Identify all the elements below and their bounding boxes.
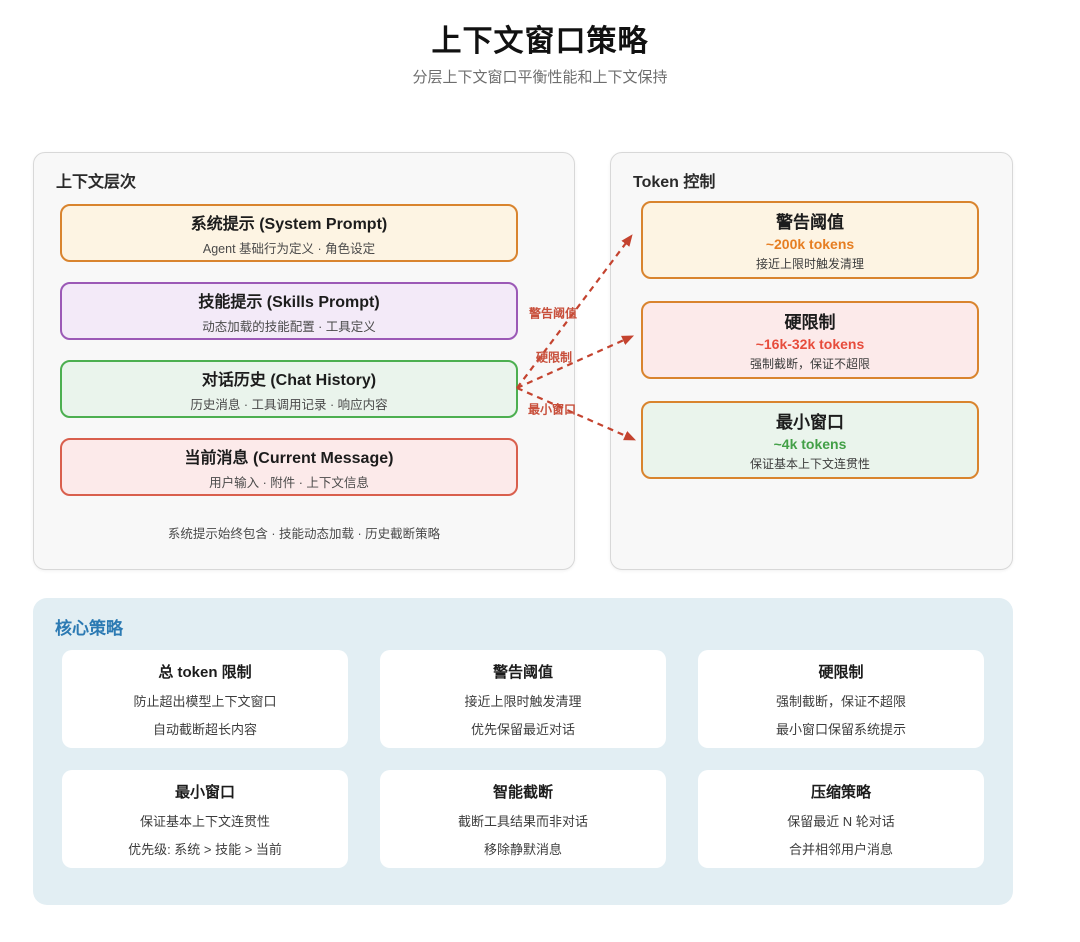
edge-label-hard-limit: 硬限制 xyxy=(535,350,573,365)
edge-label-min-window: 最小窗口 xyxy=(527,402,577,417)
card-line: 移除静默消息 xyxy=(483,841,562,857)
card-line: 接近上限时触发清理 xyxy=(464,693,582,709)
node-title: 技能提示 (Skills Prompt) xyxy=(198,293,380,311)
node-token-value: ~4k tokens xyxy=(773,436,847,452)
node-title: 系统提示 (System Prompt) xyxy=(190,215,388,233)
card-line: 保证基本上下文连贯性 xyxy=(139,813,270,829)
context-layers-footnote: 系统提示始终包含 · 技能动态加载 · 历史截断策略 xyxy=(167,527,441,541)
strategy-card-hard-limit: 硬限制 强制截断，保证不超限 最小窗口保留系统提示 xyxy=(698,650,984,748)
node-title: 当前消息 (Current Message) xyxy=(184,449,394,467)
card-title: 智能截断 xyxy=(492,783,553,801)
card-title: 警告阈值 xyxy=(492,663,553,681)
node-desc: 历史消息 · 工具调用记录 · 响应内容 xyxy=(190,397,388,412)
node-token-value: ~16k-32k tokens xyxy=(755,336,865,352)
node-token-value: ~200k tokens xyxy=(765,236,855,252)
node-desc: 动态加载的技能配置 · 工具定义 xyxy=(202,319,376,334)
node-desc: 强制截断，保证不超限 xyxy=(749,357,870,371)
card-line: 合并相邻用户消息 xyxy=(788,841,893,857)
strategy-card-warning-threshold: 警告阈值 接近上限时触发清理 优先保留最近对话 xyxy=(380,650,666,748)
card-title: 压缩策略 xyxy=(810,783,871,801)
strategy-card-compression: 压缩策略 保留最近 N 轮对话 合并相邻用户消息 xyxy=(698,770,984,868)
page-title: 上下文窗口策略 xyxy=(431,25,649,58)
node-desc: 用户输入 · 附件 · 上下文信息 xyxy=(209,475,369,490)
node-title: 对话历史 (Chat History) xyxy=(201,371,377,389)
core-strategies-grid: 总 token 限制 防止超出模型上下文窗口 自动截断超长内容 警告阈值 接近上… xyxy=(62,650,984,868)
strategy-card-total-token-limit: 总 token 限制 防止超出模型上下文窗口 自动截断超长内容 xyxy=(62,650,348,748)
card-line: 保留最近 N 轮对话 xyxy=(787,813,895,829)
card-line: 防止超出模型上下文窗口 xyxy=(133,693,277,709)
node-desc: Agent 基础行为定义 · 角色设定 xyxy=(202,241,376,256)
edge-label-warning-threshold: 警告阈值 xyxy=(528,306,578,321)
node-min-window: 最小窗口 ~4k tokens 保证基本上下文连贯性 xyxy=(641,401,979,479)
strategy-card-min-window: 最小窗口 保证基本上下文连贯性 优先级: 系统 > 技能 > 当前 xyxy=(62,770,348,868)
context-layers-header: 上下文层次 xyxy=(56,174,137,191)
token-control-header: Token 控制 xyxy=(633,174,716,191)
node-title: 硬限制 xyxy=(784,313,836,332)
node-skills-prompt: 技能提示 (Skills Prompt) 动态加载的技能配置 · 工具定义 xyxy=(60,282,518,340)
node-system-prompt: 系统提示 (System Prompt) Agent 基础行为定义 · 角色设定 xyxy=(60,204,518,262)
node-current-message: 当前消息 (Current Message) 用户输入 · 附件 · 上下文信息 xyxy=(60,438,518,496)
page-subtitle: 分层上下文窗口平衡性能和上下文保持 xyxy=(412,69,668,86)
node-hard-limit: 硬限制 ~16k-32k tokens 强制截断，保证不超限 xyxy=(641,301,979,379)
core-strategies-panel: 核心策略 总 token 限制 防止超出模型上下文窗口 自动截断超长内容 警告阈… xyxy=(33,598,1013,905)
card-line: 强制截断，保证不超限 xyxy=(775,693,906,709)
context-layers-stack: 系统提示 (System Prompt) Agent 基础行为定义 · 角色设定… xyxy=(60,204,518,496)
card-line: 最小窗口保留系统提示 xyxy=(775,721,906,737)
core-strategies-header: 核心策略 xyxy=(55,619,123,638)
card-title: 总 token 限制 xyxy=(158,663,252,681)
node-desc: 接近上限时触发清理 xyxy=(755,257,864,271)
token-control-stack: 警告阈值 ~200k tokens 接近上限时触发清理 硬限制 ~16k-32k… xyxy=(641,201,979,479)
card-title: 硬限制 xyxy=(818,663,864,681)
strategy-card-smart-truncation: 智能截断 截断工具结果而非对话 移除静默消息 xyxy=(380,770,666,868)
card-line: 优先保留最近对话 xyxy=(470,721,575,737)
card-line: 自动截断超长内容 xyxy=(152,721,257,737)
node-warning-threshold: 警告阈值 ~200k tokens 接近上限时触发清理 xyxy=(641,201,979,279)
node-title: 最小窗口 xyxy=(776,413,844,432)
card-line: 截断工具结果而非对话 xyxy=(457,813,588,829)
node-desc: 保证基本上下文连贯性 xyxy=(749,457,870,471)
context-layers-panel: 上下文层次 系统提示 (System Prompt) Agent 基础行为定义 … xyxy=(33,152,575,570)
node-title: 警告阈值 xyxy=(776,213,844,232)
node-chat-history: 对话历史 (Chat History) 历史消息 · 工具调用记录 · 响应内容 xyxy=(60,360,518,418)
card-line: 优先级: 系统 > 技能 > 当前 xyxy=(128,841,282,857)
token-control-panel: Token 控制 警告阈值 ~200k tokens 接近上限时触发清理 硬限制… xyxy=(610,152,1013,570)
card-title: 最小窗口 xyxy=(174,783,235,801)
